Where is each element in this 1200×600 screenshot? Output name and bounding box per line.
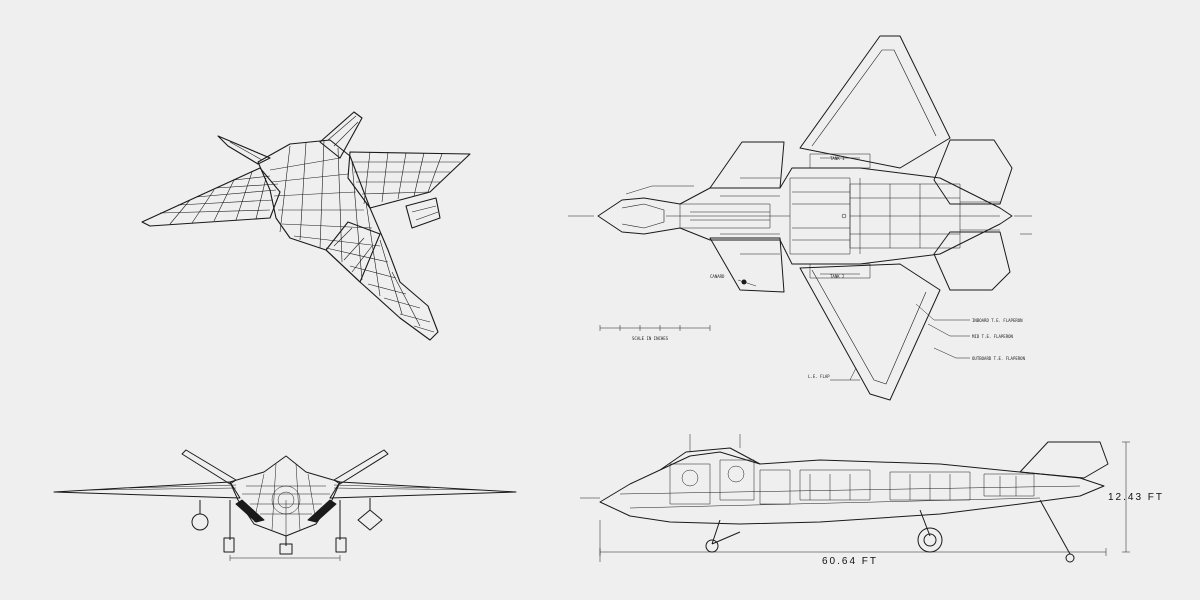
scale-label: SCALE IN INCHES	[632, 336, 669, 341]
perspective-wireframe-view	[141, 111, 471, 341]
le-flap-label: L.E. FLAP	[808, 374, 830, 379]
fuselage	[257, 139, 439, 341]
intake	[325, 221, 381, 283]
right-canard	[405, 197, 441, 229]
side-dimension-lines	[580, 434, 1130, 562]
right-intake	[307, 499, 337, 523]
inboard-flaperon-label: INBOARD T.E. FLAPERON	[972, 318, 1023, 323]
left-store	[191, 513, 209, 531]
left-wing-mesh	[159, 171, 279, 225]
front-landing-gear	[223, 500, 347, 555]
front-left-tail	[181, 449, 237, 485]
front-right-tail	[333, 449, 389, 485]
front-right-wing	[329, 481, 517, 499]
outboard-flaperon-label: OUTBOARD T.E. FLAPERON	[972, 356, 1026, 361]
fuselage-mesh	[269, 139, 435, 333]
front-view	[53, 449, 517, 561]
upper-wing	[799, 35, 951, 169]
upper-tail	[933, 139, 1013, 205]
right-tail	[319, 111, 363, 159]
upper-canard	[709, 141, 785, 189]
left-tail	[217, 135, 271, 165]
side-internal-structure	[619, 459, 1081, 509]
lower-canard	[709, 237, 785, 293]
canard-label: CANARD	[710, 274, 725, 279]
lower-wing	[799, 263, 941, 401]
plan-internal-structure	[666, 153, 1000, 279]
front-left-wing	[53, 481, 241, 499]
side-vertical-tail	[1019, 441, 1109, 479]
lower-tail	[933, 231, 1011, 291]
plan-view: TANK 1 TANK 2 CANARD INBOARD T.E. FLAPER…	[568, 35, 1032, 401]
leader-lines	[599, 185, 970, 381]
mid-flaperon-label: MID T.E. FLAPERON	[972, 334, 1014, 339]
left-intake	[235, 499, 265, 523]
tank-2-label: TANK 2	[830, 274, 845, 279]
right-wing-mesh	[352, 151, 460, 205]
tank-1-label: TANK 1	[830, 156, 845, 161]
plan-fuselage	[597, 167, 1013, 265]
height-dimension: 12.43 FT	[1108, 492, 1164, 503]
length-dimension: 60.64 FT	[822, 556, 878, 567]
side-canopy	[659, 447, 761, 471]
side-view: 60.64 FT 12.43 FT	[580, 434, 1162, 567]
right-wing	[347, 151, 471, 209]
side-landing-gear	[705, 499, 1075, 563]
left-wing	[141, 167, 281, 227]
front-fuselage	[229, 455, 341, 537]
right-store	[357, 509, 383, 531]
